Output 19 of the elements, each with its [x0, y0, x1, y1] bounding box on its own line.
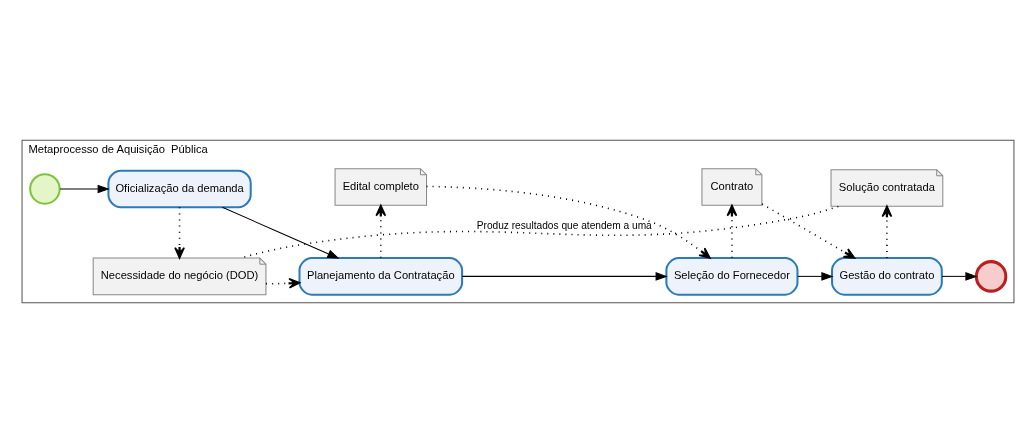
arrow: [221, 206, 340, 259]
node-box: Planejamento da Contratação: [298, 256, 464, 296]
arrow: [726, 204, 738, 259]
arrow: [425, 185, 711, 259]
arrow: [174, 206, 185, 259]
node-circle: [974, 259, 1008, 293]
arrow: [461, 271, 668, 281]
arrow: [941, 271, 978, 281]
arrow: [265, 277, 301, 289]
arrow: [375, 204, 387, 259]
node-box: Oficialização da demanda: [107, 169, 252, 208]
arrow: [797, 271, 834, 281]
arrow: [761, 202, 856, 259]
node-box: Seleção do Fornecedor: [665, 256, 799, 296]
node-circle: [29, 172, 61, 205]
edge-label: Produz resultados que atendem a uma: [476, 219, 652, 231]
arrow: [59, 184, 110, 193]
node-box: Gestão do contrato: [831, 256, 943, 296]
arrow: [881, 205, 893, 259]
